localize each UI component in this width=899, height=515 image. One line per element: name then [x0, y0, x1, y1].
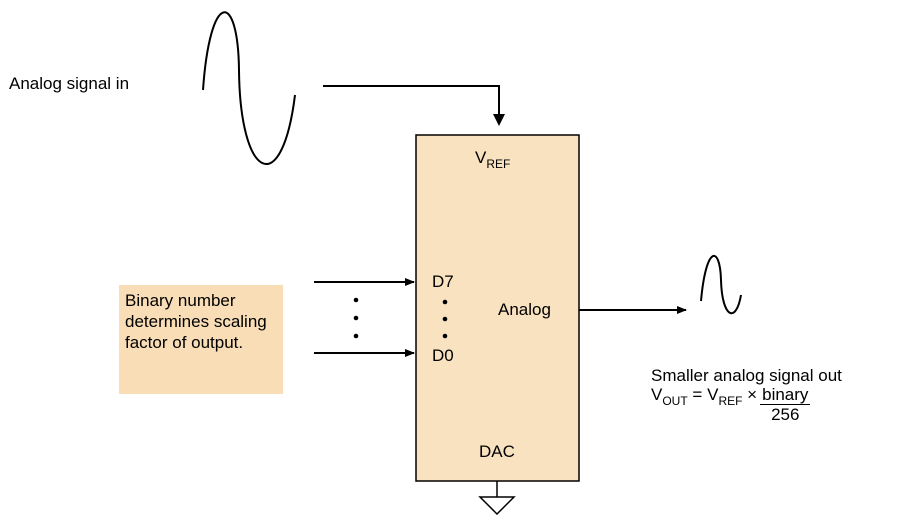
bit-ellipsis-dots — [442, 299, 448, 339]
ground-symbol — [478, 481, 516, 515]
d0-pin-label: D0 — [432, 346, 454, 365]
vref-pin-label: VREF — [475, 148, 511, 171]
input-sine-wave — [202, 11, 296, 165]
output-signal-label: Smaller analog signal out — [651, 366, 842, 385]
dac-block — [415, 134, 580, 482]
analog-signal-in-label: Analog signal in — [9, 74, 130, 93]
analog-pin-label: Analog — [498, 300, 551, 319]
vref-arrowhead — [493, 114, 505, 126]
input-ellipsis-dots — [353, 297, 359, 339]
scaling-note-box — [119, 285, 283, 394]
scaling-note-text: Binary number determines scaling factor … — [125, 291, 267, 352]
d7-pin-label: D7 — [432, 272, 454, 291]
output-sine-wave — [700, 254, 742, 315]
dac-name-label: DAC — [479, 442, 515, 461]
vref-input-line — [323, 85, 500, 124]
